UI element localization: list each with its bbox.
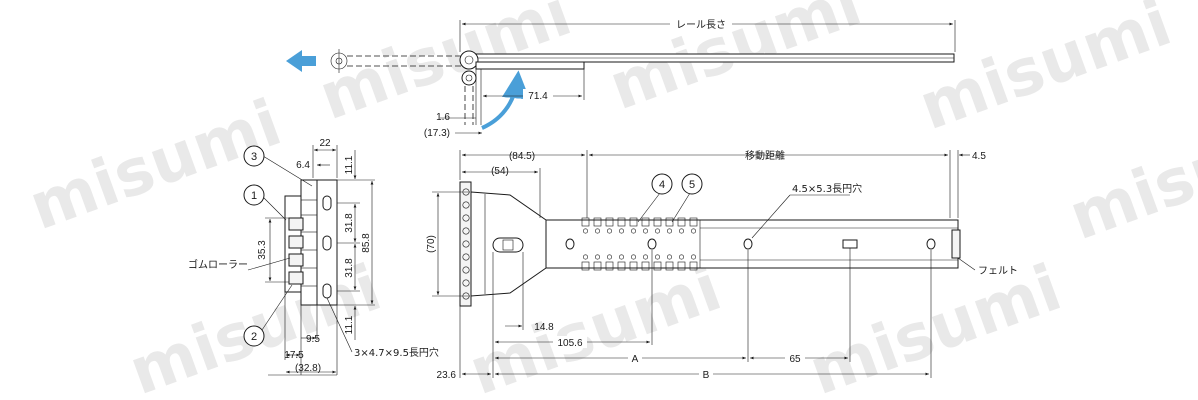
dim-54: (54) [491,166,509,177]
dim-32-8: (32.8) [295,363,321,374]
svg-text:4: 4 [659,179,665,191]
dim-11-1-top: 11.1 [344,155,355,174]
dim-71-4: 71.4 [528,91,548,102]
direction-arrow-icon [286,50,316,72]
dim-4-5: 4.5 [972,151,986,162]
callout-5 [681,173,703,195]
felt-label: フェルト [978,266,1018,277]
dim-65: 65 [789,354,801,365]
slot-label-side: 3×4.7×9.5長円穴 [354,346,439,359]
dim-105-6: 105.6 [557,338,582,349]
dim-a: A [632,354,639,365]
callout-1 [243,184,265,206]
svg-text:1: 1 [251,190,257,202]
dim-9-5: 9.5 [306,334,320,345]
svg-text:5: 5 [689,179,695,191]
watermark-text: misumi [910,0,1180,145]
dim-22: 22 [319,138,331,149]
slot-label-front: 4.5×5.3長円穴 [792,182,862,195]
dim-11-1-bottom: 11.1 [344,315,355,334]
watermark-text: misumi [1060,96,1198,255]
dim-23-6: 23.6 [437,370,457,381]
dim-1-6: 1.6 [436,112,450,123]
dim-31-8-top: 31.8 [344,213,355,233]
front-view: フェルト (84.5) (54) 移動距離 4.5 (70) 4 5 4.5×5… [426,149,1018,381]
top-view: レール長さ 71.4 1.6 (17.3) [286,16,956,139]
dim-17-3: (17.3) [424,128,450,139]
svg-text:2: 2 [251,331,257,343]
side-view: 22 6.4 11.1 31.8 31.8 11.1 85.8 35.3 ゴムロ… [188,138,439,376]
dim-85-8: 85.8 [361,233,372,253]
dim-b: B [703,370,710,381]
svg-text:3: 3 [251,151,257,163]
dim-17-5: 17.5 [284,350,304,361]
callout-4 [651,173,673,195]
callout-3 [243,145,265,167]
watermark-text: misumi [600,0,870,125]
watermark-text: misumi [800,251,1070,400]
dim-70: (70) [426,235,437,253]
travel-label: 移動距離 [745,149,785,162]
dim-84-5: (84.5) [509,151,535,162]
dim-35-3: 35.3 [257,240,268,260]
dim-31-8-bottom: 31.8 [344,258,355,278]
callout-2 [243,325,265,347]
curved-arrow-icon [481,70,530,130]
dim-14-8: 14.8 [534,322,554,333]
dim-6-4: 6.4 [296,160,310,171]
rail-length-label: レール長さ [676,19,726,31]
rubber-roller-label: ゴムローラー [188,258,248,271]
